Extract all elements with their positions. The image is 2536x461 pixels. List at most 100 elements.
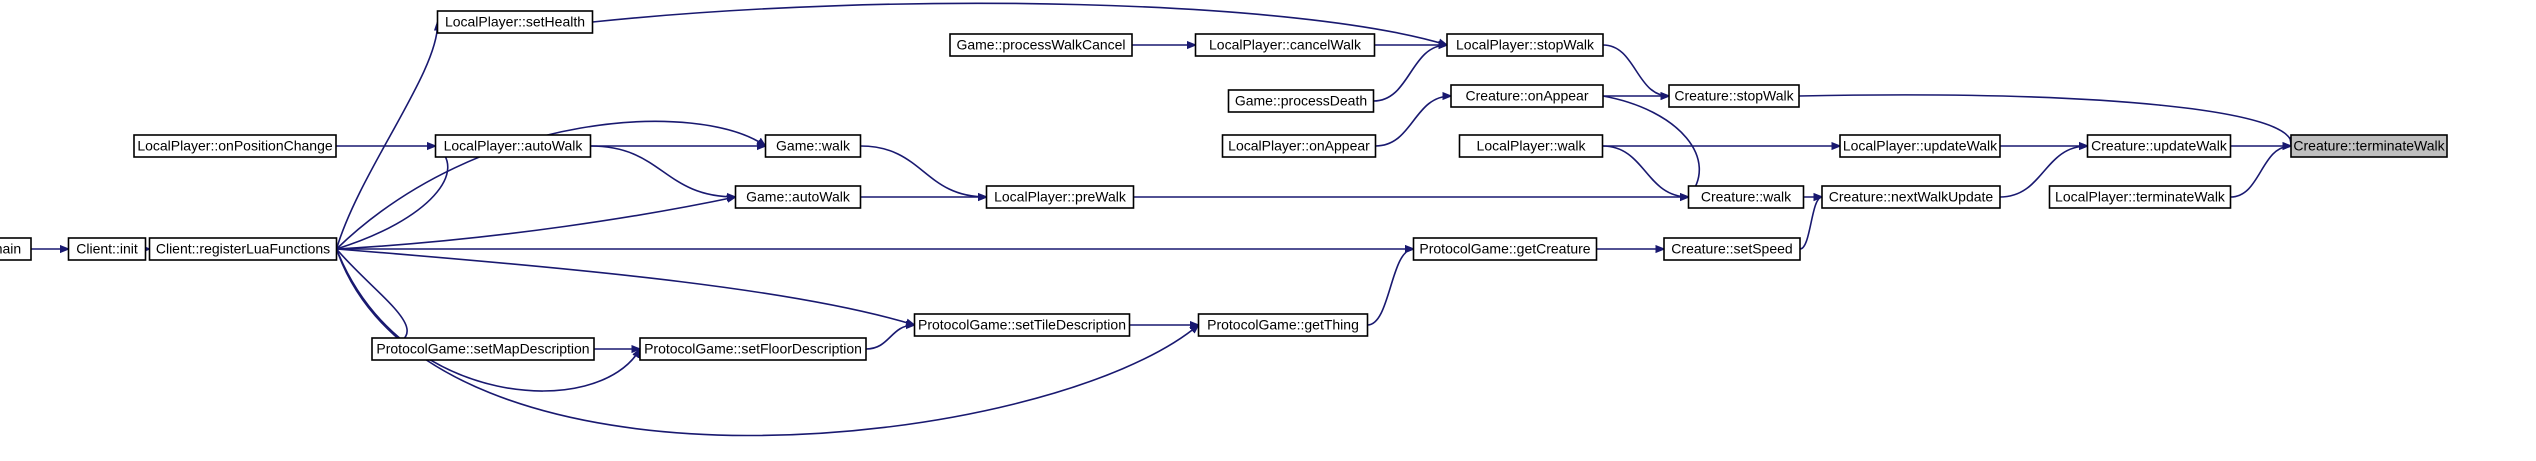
node-box	[434, 134, 592, 158]
node-label: Client::registerLuaFunctions	[156, 241, 330, 257]
node-game-pwc[interactable]: Game::processWalkCancel	[949, 33, 1133, 57]
node-label: Game::autoWalk	[746, 189, 851, 205]
node-label: ProtocolGame::setTileDescription	[918, 317, 1126, 333]
edge-cr_onappear-to-cr_walk	[1602, 95, 1701, 197]
node-box	[639, 337, 867, 361]
node-cr-nextwalkupdate[interactable]: Creature::nextWalkUpdate	[1821, 185, 2001, 209]
node-lp-terminatewalk[interactable]: LocalPlayer::terminateWalk	[2048, 185, 2232, 209]
node-box	[1821, 185, 2001, 209]
node-lp-stopwalk[interactable]: LocalPlayer::stopWalk	[1446, 33, 1604, 57]
node-lp-updatewalk[interactable]: LocalPlayer::updateWalk	[1839, 134, 2001, 158]
node-main[interactable]: main	[0, 237, 32, 261]
node-label: LocalPlayer::updateWalk	[1843, 138, 1998, 154]
node-label: Game::processDeath	[1235, 93, 1367, 109]
node-box	[133, 134, 337, 158]
node-label: LocalPlayer::cancelWalk	[1209, 37, 1362, 53]
node-label: Creature::onAppear	[1466, 88, 1589, 104]
node-cr-setspeed[interactable]: Creature::setSpeed	[1663, 237, 1801, 261]
node-box	[985, 185, 1135, 209]
node-box	[949, 33, 1133, 57]
edge-lp_sethealth-to-lp_stopwalk	[592, 2, 1448, 45]
node-label: LocalPlayer::terminateWalk	[2055, 189, 2226, 205]
node-label: LocalPlayer::onAppear	[1228, 138, 1370, 154]
edge-lp_autowalk-to-game_autowalk	[590, 145, 736, 197]
node-pg-getthing[interactable]: ProtocolGame::getThing	[1197, 313, 1369, 337]
node-box	[2048, 185, 2232, 209]
node-label: LocalPlayer::autoWalk	[444, 138, 584, 154]
node-box	[734, 185, 862, 209]
node-label: main	[0, 241, 21, 257]
node-box	[1412, 237, 1598, 261]
node-label: LocalPlayer::onPositionChange	[137, 138, 333, 154]
node-lp-sethealth[interactable]: LocalPlayer::setHealth	[436, 10, 594, 34]
node-box	[67, 237, 147, 261]
node-label: Game::walk	[776, 138, 851, 154]
node-lp-onposchange[interactable]: LocalPlayer::onPositionChange	[133, 134, 337, 158]
node-box	[1663, 237, 1801, 261]
node-game-autowalk[interactable]: Game::autoWalk	[734, 185, 862, 209]
node-box	[1458, 134, 1604, 158]
node-box	[1227, 89, 1375, 113]
edge-cr_nextwalkupdate-to-cr_updatewalk	[1999, 146, 2088, 198]
edge-register_lua-to-pg_setfloordesc	[335, 248, 641, 392]
edge-game_walk-to-lp_prewalk	[860, 145, 987, 197]
node-label: Creature::terminateWalk	[2293, 138, 2445, 154]
node-game-processdeath[interactable]: Game::processDeath	[1227, 89, 1375, 113]
edge-register_lua-to-game_walk	[335, 120, 766, 250]
node-game-walk[interactable]: Game::walk	[764, 134, 862, 158]
node-label: ProtocolGame::getCreature	[1419, 241, 1590, 257]
edge-game_processdeath-to-lp_stopwalk	[1373, 45, 1448, 102]
node-box	[1446, 33, 1604, 57]
node-pg-setmapdesc[interactable]: ProtocolGame::setMapDescription	[371, 337, 595, 361]
node-box	[1839, 134, 2001, 158]
node-lp-cancelwalk[interactable]: LocalPlayer::cancelWalk	[1194, 33, 1376, 57]
node-label: LocalPlayer::walk	[1477, 138, 1587, 154]
node-label: ProtocolGame::setFloorDescription	[644, 341, 862, 357]
edge-pg_setfloordesc-to-pg_settiledesc	[865, 325, 915, 350]
node-label: Client::init	[76, 241, 138, 257]
node-label: Creature::updateWalk	[2091, 138, 2228, 154]
node-cr-onappear[interactable]: Creature::onAppear	[1450, 84, 1604, 108]
node-lp-onappear[interactable]: LocalPlayer::onAppear	[1221, 134, 1377, 158]
node-label: Game::processWalkCancel	[956, 37, 1125, 53]
node-box	[1450, 84, 1604, 108]
edge-lp_walk-to-cr_walk	[1602, 145, 1689, 197]
node-label: LocalPlayer::preWalk	[994, 189, 1127, 205]
node-box	[148, 237, 338, 261]
node-client-init[interactable]: Client::init	[67, 237, 147, 261]
node-cr-terminatewalk[interactable]: Creature::terminateWalk	[2290, 134, 2448, 158]
edge-register_lua-to-lp_sethealth	[335, 22, 438, 250]
node-register-lua[interactable]: Client::registerLuaFunctions	[148, 237, 338, 261]
edge-lp_terminatewalk-to-cr_terminatewalk	[2230, 146, 2292, 198]
node-box	[1687, 185, 1805, 209]
node-box	[1194, 33, 1376, 57]
node-lp-walk[interactable]: LocalPlayer::walk	[1458, 134, 1604, 158]
node-box	[1221, 134, 1377, 158]
node-box	[2086, 134, 2232, 158]
node-pg-getcreature[interactable]: ProtocolGame::getCreature	[1412, 237, 1598, 261]
node-box	[371, 337, 595, 361]
edge-lp_stopwalk-to-cr_stopwalk	[1602, 44, 1669, 96]
node-label: Creature::setSpeed	[1671, 241, 1792, 257]
edge-register_lua-to-pg_setmapdesc	[335, 248, 408, 349]
node-label: Creature::nextWalkUpdate	[1829, 189, 1994, 205]
edge-lp_onappear-to-cr_onappear	[1375, 96, 1452, 147]
node-pg-settiledesc[interactable]: ProtocolGame::setTileDescription	[913, 313, 1131, 337]
node-cr-updatewalk[interactable]: Creature::updateWalk	[2086, 134, 2232, 158]
node-label: Creature::walk	[1701, 189, 1792, 205]
node-pg-setfloordesc[interactable]: ProtocolGame::setFloorDescription	[639, 337, 867, 361]
edge-register_lua-to-pg_settiledesc	[336, 248, 915, 325]
node-box	[1668, 84, 1800, 108]
edge-register_lua-to-game_autowalk	[336, 197, 736, 250]
node-label: Creature::stopWalk	[1674, 88, 1794, 104]
node-box	[2290, 134, 2448, 158]
node-cr-walk[interactable]: Creature::walk	[1687, 185, 1805, 209]
node-box	[436, 10, 594, 34]
edge-pg_getthing-to-pg_getcreature	[1367, 249, 1414, 326]
node-lp-prewalk[interactable]: LocalPlayer::preWalk	[985, 185, 1135, 209]
node-label: ProtocolGame::getThing	[1207, 317, 1359, 333]
node-cr-stopwalk[interactable]: Creature::stopWalk	[1668, 84, 1800, 108]
node-lp-autowalk[interactable]: LocalPlayer::autoWalk	[434, 134, 592, 158]
node-box	[913, 313, 1131, 337]
